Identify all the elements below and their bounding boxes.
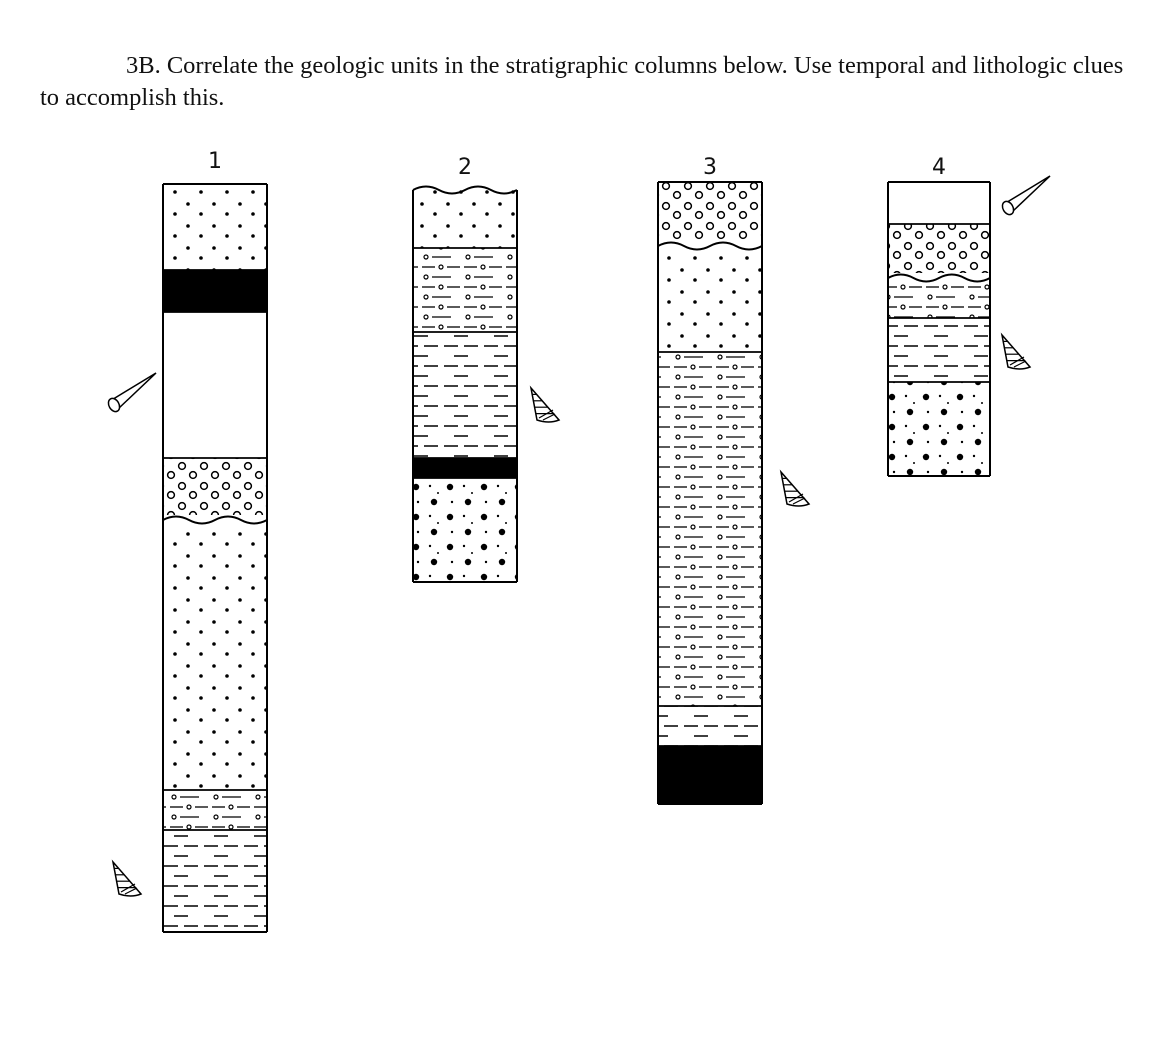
erosional-top-wavy-line (412, 185, 518, 195)
gastropod-hatch (538, 409, 556, 421)
stratigraphic-column-3: 3 (657, 155, 811, 805)
column-number-label: 1 (208, 149, 222, 174)
unit-shale (413, 332, 517, 458)
cone-fossil (107, 372, 157, 413)
unit-siltstone (888, 278, 990, 318)
unconformity-wavy-line (657, 241, 763, 251)
gastropod-hatch (1009, 356, 1027, 368)
gastropod-hatch (788, 493, 806, 505)
unit-coarse-sandstone (888, 382, 990, 476)
question-number: 3B. (126, 52, 161, 79)
erosion-top-mask (413, 182, 517, 190)
gastropod-fossil (779, 469, 811, 507)
gastropod-fossil-shell (779, 469, 811, 507)
unconformity-wavy-line (887, 273, 991, 283)
question-prompt: 3B. Correlate the geologic units in the … (40, 50, 1140, 114)
question-text: Correlate the geologic units in the stra… (40, 52, 1124, 111)
gastropod-fossil-shell (1000, 332, 1032, 370)
unit-shale (888, 318, 990, 382)
gastropod-hatch (120, 883, 138, 895)
unit-coal (163, 270, 267, 312)
unit-sandstone (163, 520, 267, 790)
column-number-label: 4 (932, 155, 946, 180)
unit-siltstone (413, 248, 517, 332)
gastropod-fossil-shell (529, 385, 561, 423)
cone-fossil-aperture (107, 397, 121, 413)
column-number-label: 2 (458, 155, 472, 180)
unit-sandstone (163, 184, 267, 270)
unit-coal (413, 458, 517, 478)
stratigraphic-column-2: 2 (412, 155, 561, 583)
unit-shale (658, 706, 762, 746)
unconformity-wavy-line (162, 515, 268, 525)
gastropod-fossil (1000, 332, 1032, 370)
cone-fossil-aperture (1001, 200, 1015, 216)
gastropod-fossil (529, 385, 561, 423)
unit-shale (163, 830, 267, 932)
stratigraphic-column-4: 4 (887, 155, 1051, 477)
gastropod-fossil-shell (111, 859, 143, 897)
unit-coal (658, 746, 762, 804)
unit-siltstone (658, 352, 762, 706)
stratigraphic-column-1: 1 (107, 149, 268, 933)
unit-sandstone (658, 246, 762, 352)
unit-siltstone (163, 790, 267, 830)
cone-fossil (1001, 175, 1051, 216)
unit-blank (888, 182, 990, 224)
unit-conglomerate (163, 458, 267, 520)
unit-coarse-sandstone (413, 478, 517, 582)
unit-conglomerate (658, 182, 762, 246)
unit-sandstone (413, 190, 517, 248)
column-number-label: 3 (703, 155, 717, 180)
unit-blank (163, 312, 267, 458)
gastropod-fossil (111, 859, 143, 897)
unit-conglomerate (888, 224, 990, 278)
